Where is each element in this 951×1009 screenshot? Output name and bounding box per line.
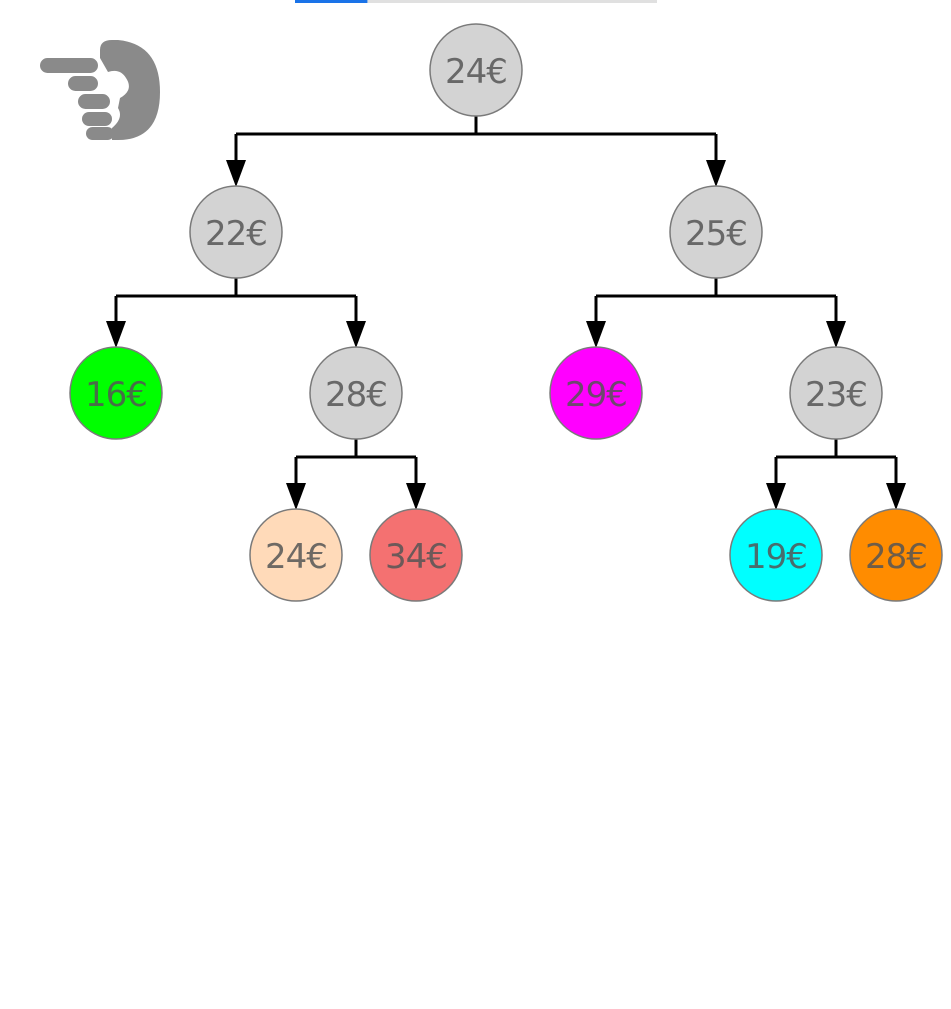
node-circle <box>69 346 163 440</box>
progress-bar <box>295 0 657 3</box>
tree-node: 22€ <box>189 185 283 279</box>
node-circle <box>249 508 343 602</box>
node-label: 29€ <box>565 375 627 415</box>
node-circle <box>189 185 283 279</box>
nodes: 24€ 22€ 25€ 16€ 28€ 29€ 23€ 24€ 34€ 19€ 28€ <box>69 23 943 602</box>
node-label: 24€ <box>265 537 327 577</box>
node-circle <box>429 23 523 117</box>
tree-node: 25€ <box>669 185 763 279</box>
node-label: 22€ <box>205 214 267 254</box>
node-circle <box>369 508 463 602</box>
arrowhead <box>346 321 366 348</box>
node-circle <box>729 508 823 602</box>
arrowhead <box>226 160 246 187</box>
edges <box>106 116 906 510</box>
arrowhead <box>286 483 306 510</box>
tree-node: 29€ <box>549 346 643 440</box>
node-circle <box>309 346 403 440</box>
arrowhead <box>826 321 846 348</box>
arrowhead <box>106 321 126 348</box>
node-circle <box>849 508 943 602</box>
node-circle <box>789 346 883 440</box>
progress-track <box>295 0 657 3</box>
tree-node: 23€ <box>789 346 883 440</box>
node-label: 34€ <box>385 537 447 577</box>
arrowhead <box>586 321 606 348</box>
tree-node: 24€ <box>429 23 523 117</box>
node-circle <box>549 346 643 440</box>
tree-node: 28€ <box>309 346 403 440</box>
tree-node: 19€ <box>729 508 823 602</box>
node-label: 28€ <box>865 537 927 577</box>
node-label: 25€ <box>685 214 747 254</box>
node-label: 19€ <box>745 537 807 577</box>
arrowhead <box>706 160 726 187</box>
arrowhead <box>886 483 906 510</box>
node-label: 24€ <box>445 52 507 92</box>
tree-node: 28€ <box>849 508 943 602</box>
tree-node: 24€ <box>249 508 343 602</box>
node-label: 16€ <box>85 375 147 415</box>
node-label: 28€ <box>325 375 387 415</box>
pointing-hand-icon <box>40 40 160 140</box>
node-label: 23€ <box>805 375 867 415</box>
tree-node: 16€ <box>69 346 163 440</box>
node-circle <box>669 185 763 279</box>
progress-fill <box>295 0 368 3</box>
tree-node: 34€ <box>369 508 463 602</box>
arrowhead <box>406 483 426 510</box>
arrowhead <box>766 483 786 510</box>
